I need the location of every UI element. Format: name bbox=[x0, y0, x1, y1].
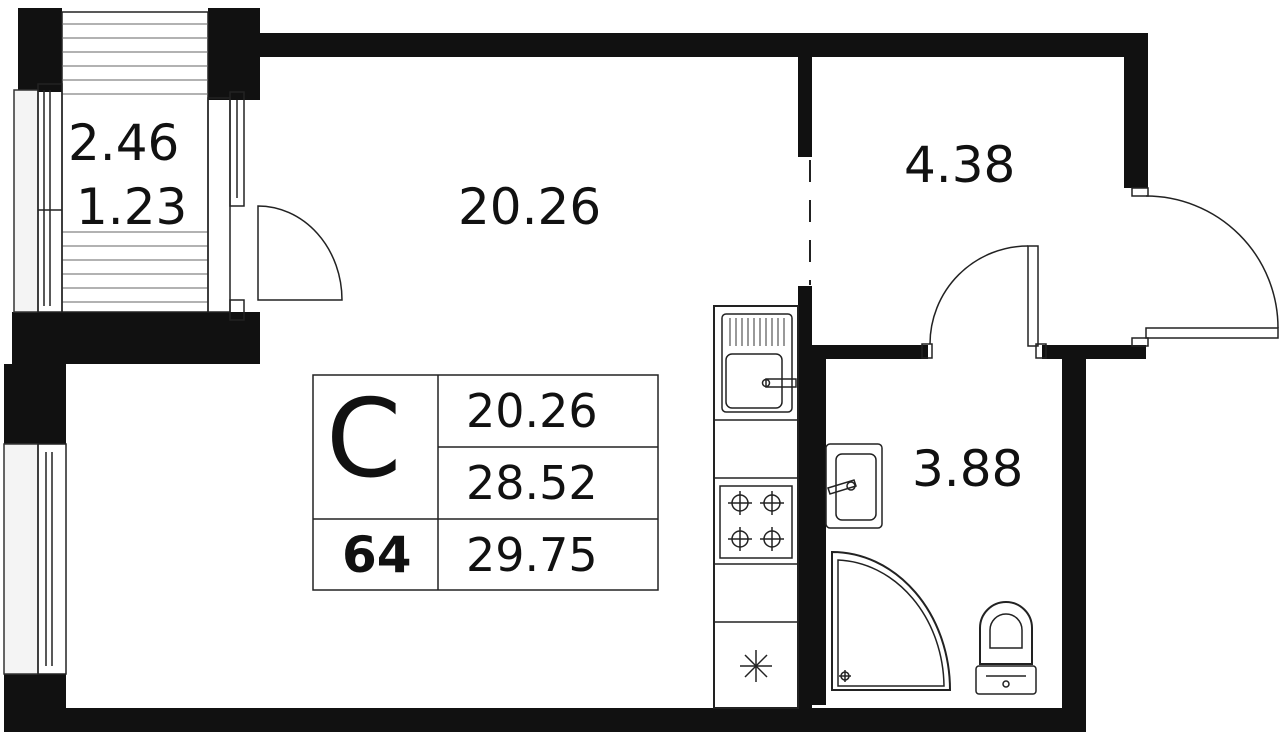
living-window bbox=[3, 443, 67, 675]
balcony-area-reduced: 1.23 bbox=[76, 178, 188, 236]
balcony-door-icon bbox=[257, 205, 343, 301]
door-swing-icon bbox=[1145, 195, 1279, 329]
hallway-doors bbox=[921, 187, 1279, 359]
washbasin-icon bbox=[825, 443, 883, 529]
kitchen-counter bbox=[713, 305, 799, 709]
fridge-icon bbox=[740, 650, 772, 682]
sink-icon bbox=[721, 313, 797, 413]
balcony-hatching bbox=[62, 23, 208, 303]
balcony-window-left bbox=[13, 83, 63, 313]
apartment-type-letter: С bbox=[326, 377, 402, 502]
bathroom-fixtures bbox=[825, 443, 1037, 695]
toilet-icon bbox=[975, 601, 1037, 695]
area-without-balcony-value: 28.52 bbox=[466, 456, 598, 510]
living-room-area: 20.26 bbox=[458, 178, 602, 236]
hallway-area: 4.38 bbox=[904, 136, 1016, 194]
unit-number: 64 bbox=[342, 526, 412, 584]
bathroom-area: 3.88 bbox=[912, 440, 1024, 498]
balcony-area bbox=[13, 11, 343, 321]
balcony-area-total: 2.46 bbox=[68, 114, 180, 172]
balcony-window-right bbox=[207, 91, 245, 321]
living-area-value: 20.26 bbox=[466, 384, 598, 438]
stove-icon bbox=[719, 485, 793, 559]
walls bbox=[4, 8, 1148, 732]
info-table bbox=[312, 374, 659, 591]
shower-tray-icon bbox=[831, 550, 952, 691]
total-area-value: 29.75 bbox=[466, 528, 598, 582]
